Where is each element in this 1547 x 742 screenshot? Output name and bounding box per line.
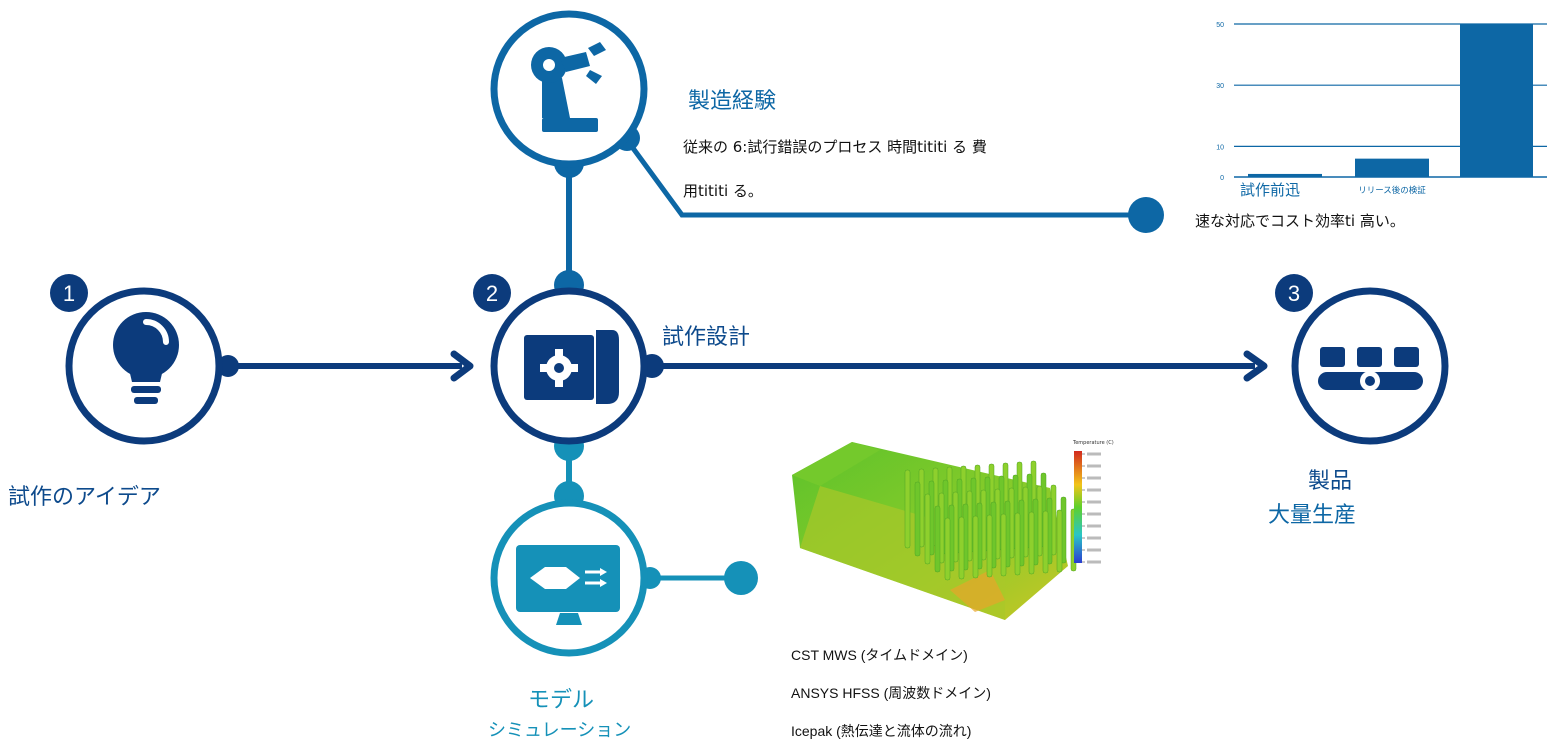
connector-node xyxy=(1128,197,1164,233)
heat-sink-fin xyxy=(1000,513,1007,577)
colorbar-tick-label xyxy=(1087,476,1101,480)
lightbulb-icon xyxy=(113,312,179,404)
heat-sink-fin xyxy=(904,469,911,549)
heat-sink-fin xyxy=(914,481,921,557)
monitor-simulation-icon xyxy=(516,545,620,625)
colorbar-tick-label xyxy=(1087,536,1101,540)
gear-document-icon xyxy=(524,330,619,404)
production-line-icon xyxy=(1318,347,1423,391)
heat-sink-fin xyxy=(1014,512,1021,576)
tool-item: Icepak (熱伝達と流体の流れ) xyxy=(791,723,972,739)
simulation-label: モデル xyxy=(528,688,595,713)
chart-y-tick-label: 30 xyxy=(1216,83,1224,90)
simulation-sublabel: シミュレーション xyxy=(488,720,632,741)
chart-x-label: 試作前迅 xyxy=(1240,181,1300,199)
step-number-badge xyxy=(50,274,88,312)
step-number-badge xyxy=(473,274,511,312)
cost-bar-chart: 0 10 30 50 試作前迅 リリース後の検証 xyxy=(1216,22,1547,199)
colorbar-tick-label xyxy=(1087,512,1101,516)
heat-sink-fin xyxy=(1042,510,1049,574)
arrow-head-product xyxy=(1243,350,1268,382)
heat-sink-fin xyxy=(924,493,931,565)
manufacturing-title: 製造経験 xyxy=(688,89,777,114)
manufacturing-description: 従来の 6:試行錯誤のプロセス 時間tititi る 費 xyxy=(683,138,987,156)
heat-sink-fin xyxy=(934,505,941,573)
connector-manufacturing-to-chart xyxy=(624,138,1145,218)
step-number-badge xyxy=(1275,274,1313,312)
step-product-sublabel: 大量生産 xyxy=(1268,503,1357,528)
step-design: 2 xyxy=(473,274,664,445)
step-number: 3 xyxy=(1288,281,1300,306)
robot-arm-icon xyxy=(531,42,606,132)
colorbar-tick-label xyxy=(1087,464,1101,468)
heat-sink-fin xyxy=(944,517,951,581)
temperature-colorbar: Temperature (C) xyxy=(1072,440,1114,564)
chart-caption: 速な対応でコスト効率ti 高い。 xyxy=(1195,212,1405,230)
connector-node xyxy=(724,561,758,595)
step-idea-label: 試作のアイデア xyxy=(8,485,161,510)
colorbar-title: Temperature (C) xyxy=(1072,440,1114,446)
step-idea: 1 xyxy=(50,274,239,445)
chart-y-tick-label: 10 xyxy=(1216,144,1224,151)
chart-bar xyxy=(1460,24,1533,177)
heat-sink-fin xyxy=(972,515,979,579)
chart-y-tick-label: 0 xyxy=(1220,175,1224,182)
chart-bar xyxy=(1355,158,1429,177)
heat-sink-fin xyxy=(958,516,965,580)
heat-sink-fin xyxy=(986,514,993,578)
tool-item: CST MWS (タイムドメイン) xyxy=(791,647,968,663)
chart-bar xyxy=(1248,173,1322,177)
step-number: 1 xyxy=(63,281,75,306)
step-number: 2 xyxy=(486,281,498,306)
step-product-label: 製品 xyxy=(1308,469,1353,494)
step-design-label: 試作設計 xyxy=(662,325,751,350)
chart-y-tick-label: 50 xyxy=(1216,22,1224,29)
thermal-simulation-image xyxy=(792,442,1077,620)
arrow-head-design xyxy=(450,350,474,382)
colorbar-tick-label xyxy=(1087,452,1101,456)
heat-sink-fin xyxy=(1028,511,1035,575)
colorbar-tick-label xyxy=(1087,560,1101,564)
connectors xyxy=(230,138,1268,595)
manufacturing-node xyxy=(490,10,648,168)
colorbar-tick-label xyxy=(1087,524,1101,528)
manufacturing-description-cont: 用tititi る。 xyxy=(683,182,763,200)
heat-sink-fin xyxy=(1056,509,1063,573)
colorbar-tick-label xyxy=(1087,488,1101,492)
tool-item: ANSYS HFSS (周波数ドメイン) xyxy=(791,685,991,701)
step-product: 3 xyxy=(1275,274,1449,445)
colorbar-tick-label xyxy=(1087,548,1101,552)
simulation-node xyxy=(490,499,661,657)
chart-x-label: リリース後の検証 xyxy=(1358,185,1426,196)
colorbar-tick-label xyxy=(1087,500,1101,504)
